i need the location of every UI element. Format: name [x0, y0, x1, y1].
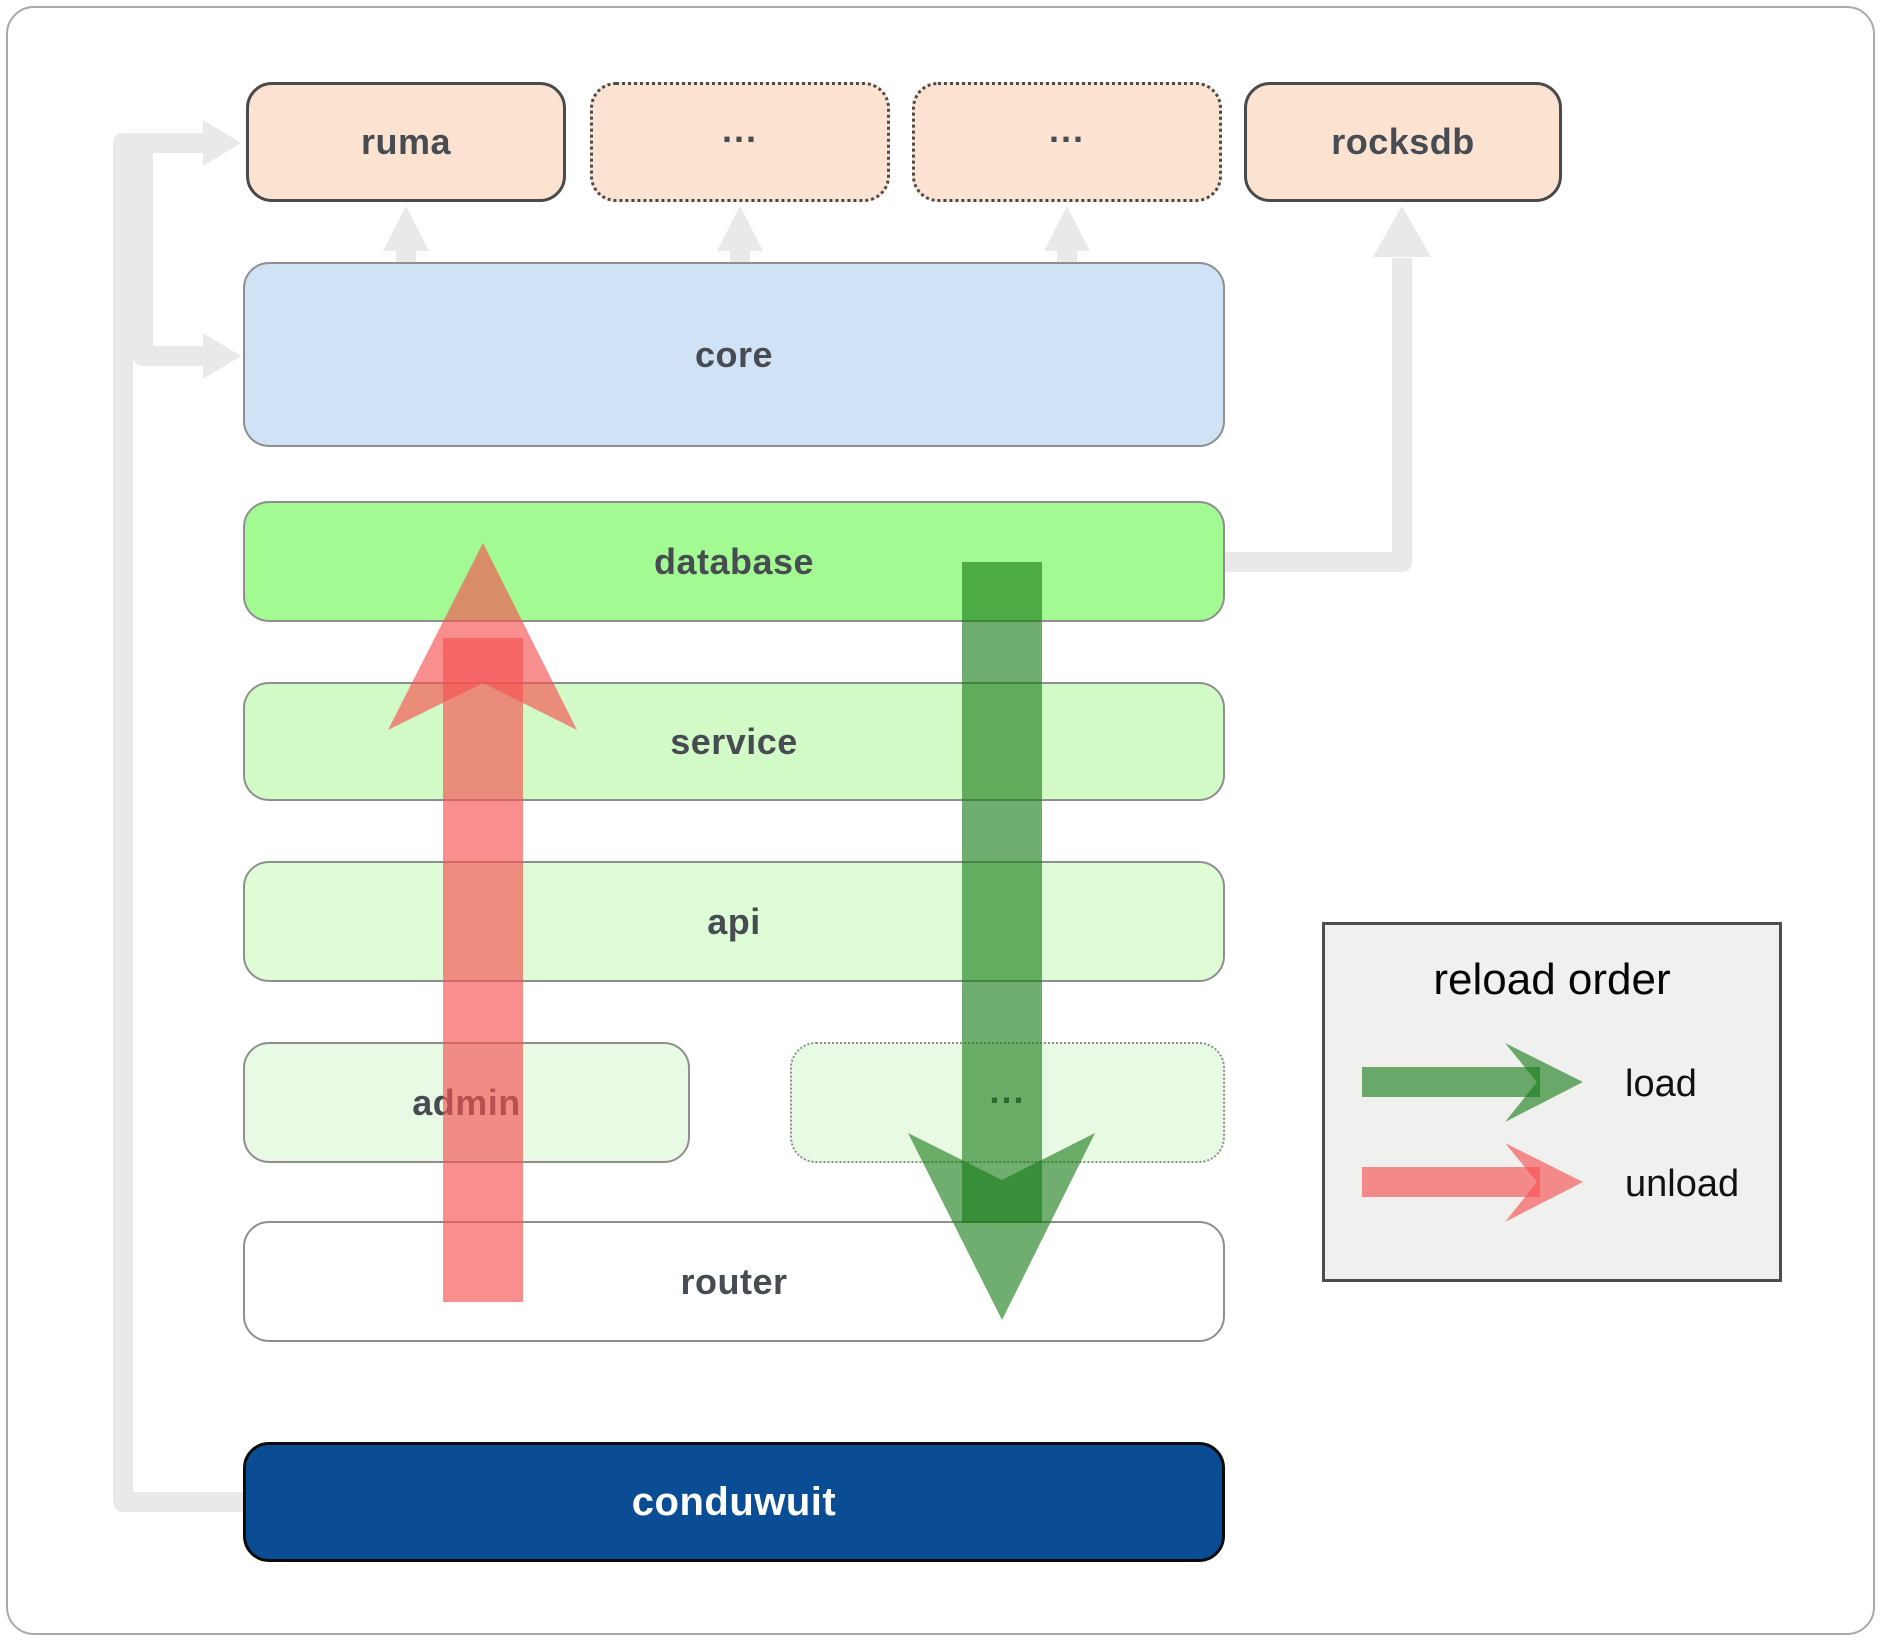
node-admin-label: admin	[412, 1081, 521, 1123]
node-ruma-label: ruma	[360, 121, 452, 162]
node-core-label: core	[694, 333, 774, 375]
node-router: router	[243, 1221, 1225, 1342]
node-ruma: ruma	[246, 82, 566, 202]
node-top-ellipsis-1: ...	[590, 82, 890, 202]
node-api: api	[243, 861, 1225, 982]
node-database: database	[243, 501, 1225, 622]
node-service: service	[243, 682, 1225, 801]
legend-title: reload order	[1433, 955, 1671, 1004]
node-core: core	[243, 262, 1225, 447]
node-top-ellipsis-2: ...	[912, 82, 1222, 202]
node-router-label: router	[680, 1260, 788, 1302]
legend-box: reload order load unload	[1322, 922, 1782, 1282]
node-admin-ellipsis-label: ...	[989, 1069, 1026, 1111]
node-service-label: service	[670, 720, 798, 762]
node-admin-ellipsis: ...	[790, 1042, 1225, 1163]
node-admin: admin	[243, 1042, 690, 1163]
legend-unload-label: unload	[1625, 1163, 1740, 1205]
node-top-ellipsis-1-label: ...	[721, 109, 758, 150]
node-conduwuit-label: conduwuit	[631, 1479, 837, 1524]
node-api-label: api	[707, 900, 761, 942]
node-conduwuit: conduwuit	[243, 1442, 1225, 1562]
node-rocksdb-label: rocksdb	[1331, 121, 1475, 162]
canvas-border	[6, 6, 1875, 1635]
node-database-label: database	[653, 540, 815, 582]
node-rocksdb: rocksdb	[1244, 82, 1562, 202]
legend-load-label: load	[1625, 1063, 1697, 1105]
node-top-ellipsis-2-label: ...	[1048, 109, 1085, 150]
